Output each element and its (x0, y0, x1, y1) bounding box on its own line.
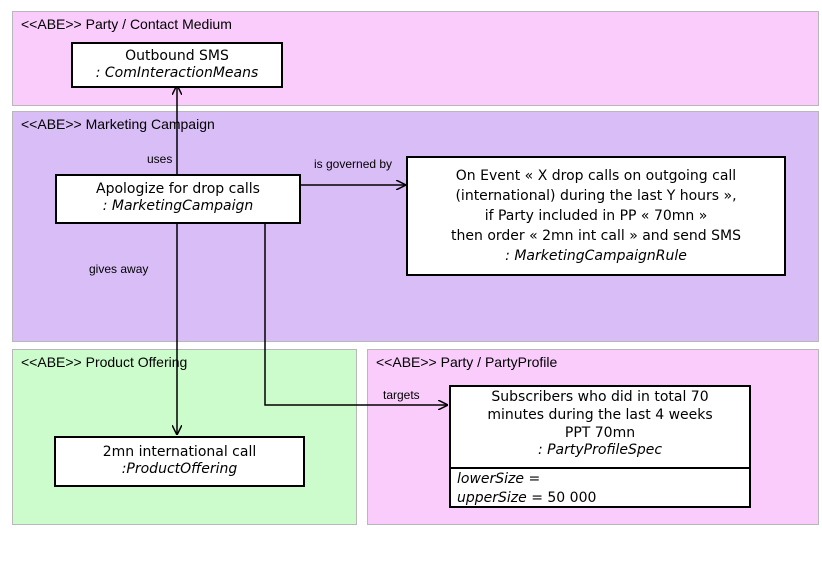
gives-away-label: gives away (89, 262, 149, 276)
rule-type: : MarketingCampaignRule (505, 248, 687, 264)
campaign-type: : MarketingCampaign (102, 198, 254, 214)
party-profile-spec-box[interactable]: Subscribers who did in total 70 minutes … (449, 385, 751, 508)
lower-size-name: lowerSize (457, 471, 525, 487)
offering-name: 2mn international call (102, 444, 257, 460)
targets-label: targets (383, 388, 420, 402)
profile-line-2: minutes during the last 4 weeks (487, 407, 713, 423)
upper-size-name: upperSize (457, 490, 527, 506)
upper-size-attribute: upperSize = 50 000 (457, 489, 749, 508)
lower-size-value: = (524, 471, 541, 487)
region-title-contact-medium: <<ABE>> Party / Contact Medium (21, 16, 232, 32)
outbound-sms-type: : ComInteractionMeans (95, 65, 259, 81)
product-offering-box[interactable]: 2mn international call :ProductOffering (54, 436, 305, 487)
profile-spec-header: Subscribers who did in total 70 minutes … (451, 387, 749, 467)
rule-line-1: On Event « X drop calls on outgoing call (455, 168, 737, 184)
lower-size-attribute: lowerSize = (457, 470, 749, 489)
rule-line-4: then order « 2mn int call » and send SMS (451, 228, 741, 244)
marketing-campaign-box[interactable]: Apologize for drop calls : MarketingCamp… (55, 174, 301, 224)
upper-size-value: = 50 000 (526, 490, 597, 506)
rule-line-3: if Party included in PP « 70mn » (484, 208, 708, 224)
campaign-name: Apologize for drop calls (96, 181, 260, 197)
rule-line-2: (international) during the last Y hours … (455, 188, 737, 204)
campaign-rule-box[interactable]: On Event « X drop calls on outgoing call… (406, 156, 786, 276)
region-title-marketing-campaign: <<ABE>> Marketing Campaign (21, 116, 215, 132)
uses-label: uses (147, 152, 173, 166)
outbound-sms-box[interactable]: Outbound SMS : ComInteractionMeans (71, 42, 283, 88)
region-title-product-offering: <<ABE>> Product Offering (21, 354, 188, 370)
outbound-sms-name: Outbound SMS (125, 48, 229, 64)
profile-spec-attributes: lowerSize = upperSize = 50 000 (451, 467, 749, 508)
offering-type: :ProductOffering (121, 461, 238, 477)
profile-line-1: Subscribers who did in total 70 (491, 389, 709, 405)
governed-by-label: is governed by (314, 157, 393, 171)
targets-connector (264, 224, 447, 405)
region-title-party-profile: <<ABE>> Party / PartyProfile (376, 354, 558, 370)
profile-type: : PartyProfileSpec (537, 442, 663, 458)
profile-line-3: PPT 70mn (564, 425, 636, 441)
